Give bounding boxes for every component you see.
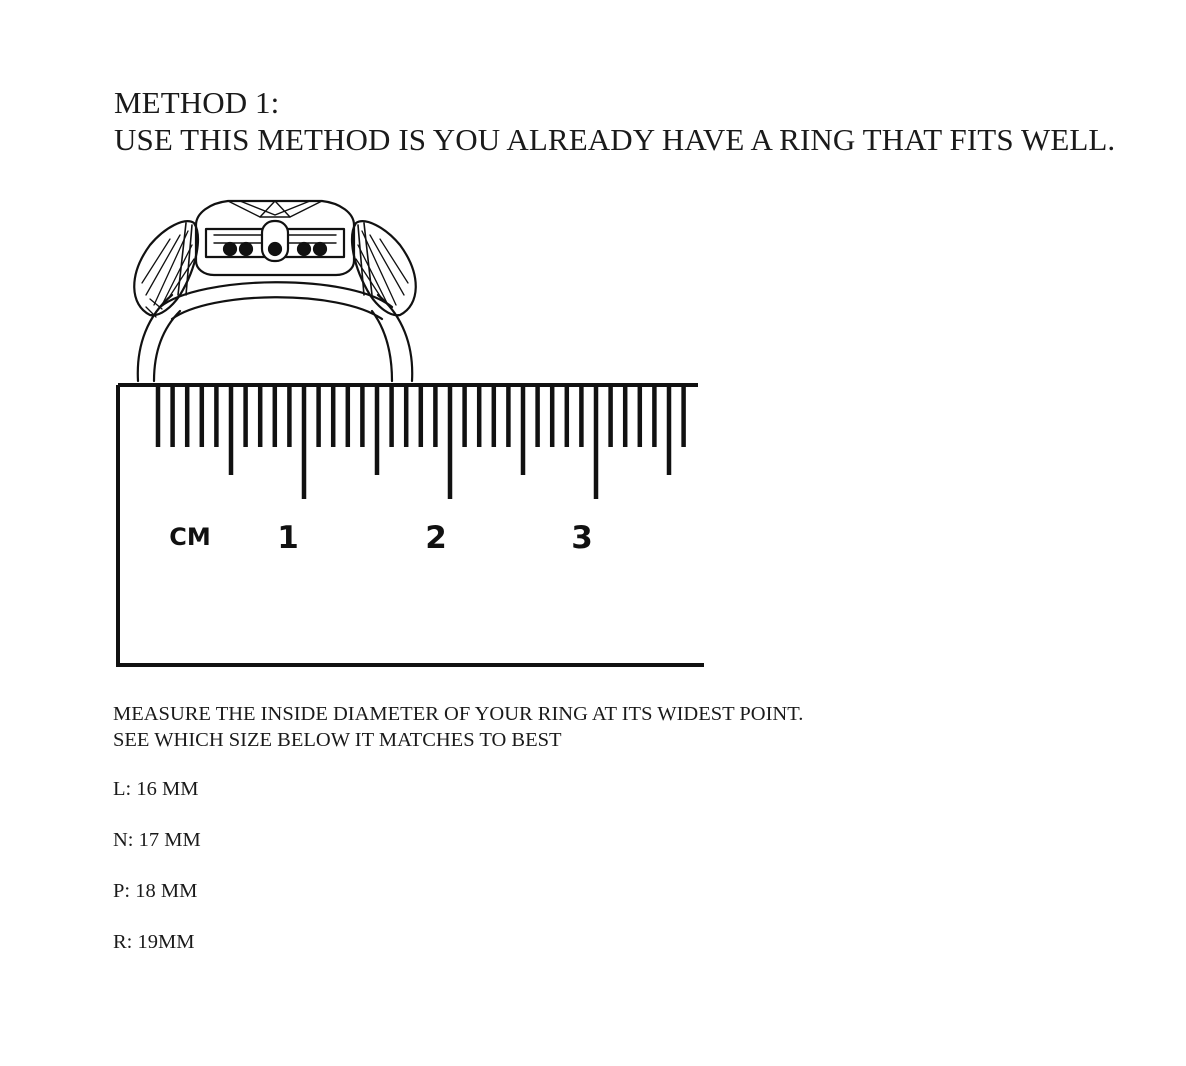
size-item: R: 19MM xyxy=(113,931,195,953)
ruler-number-label: 1 xyxy=(277,520,299,556)
ruler-outline xyxy=(116,383,704,667)
page-heading: METHOD 1: USE THIS METHOD IS YOU ALREADY… xyxy=(114,84,1115,158)
size-item: N: 17 MM xyxy=(113,829,201,851)
instruction-line: MEASURE THE INSIDE DIAMETER OF YOUR RING… xyxy=(113,703,804,725)
ring-illustration xyxy=(133,199,417,383)
size-item: L: 16 MM xyxy=(113,778,199,800)
ruler-number-label: 2 xyxy=(425,520,447,556)
ruler-unit-label: CM xyxy=(169,523,211,551)
ring-on-ruler-illustration: CM 1 2 3 xyxy=(110,195,720,675)
size-item: P: 18 MM xyxy=(113,880,198,902)
instruction-line: SEE WHICH SIZE BELOW IT MATCHES TO BEST xyxy=(113,729,562,751)
instructions: MEASURE THE INSIDE DIAMETER OF YOUR RING… xyxy=(113,701,803,753)
method-description: USE THIS METHOD IS YOU ALREADY HAVE A RI… xyxy=(114,122,1116,157)
ruler-ticks xyxy=(155,387,686,499)
ruler: CM 1 2 3 xyxy=(116,383,704,667)
ruler-number-label: 3 xyxy=(571,520,593,556)
size-list: L: 16 MM N: 17 MM P: 18 MM R: 19MM xyxy=(113,777,201,981)
method-title: METHOD 1: xyxy=(114,85,280,120)
illustration-svg: CM 1 2 3 xyxy=(116,199,704,667)
